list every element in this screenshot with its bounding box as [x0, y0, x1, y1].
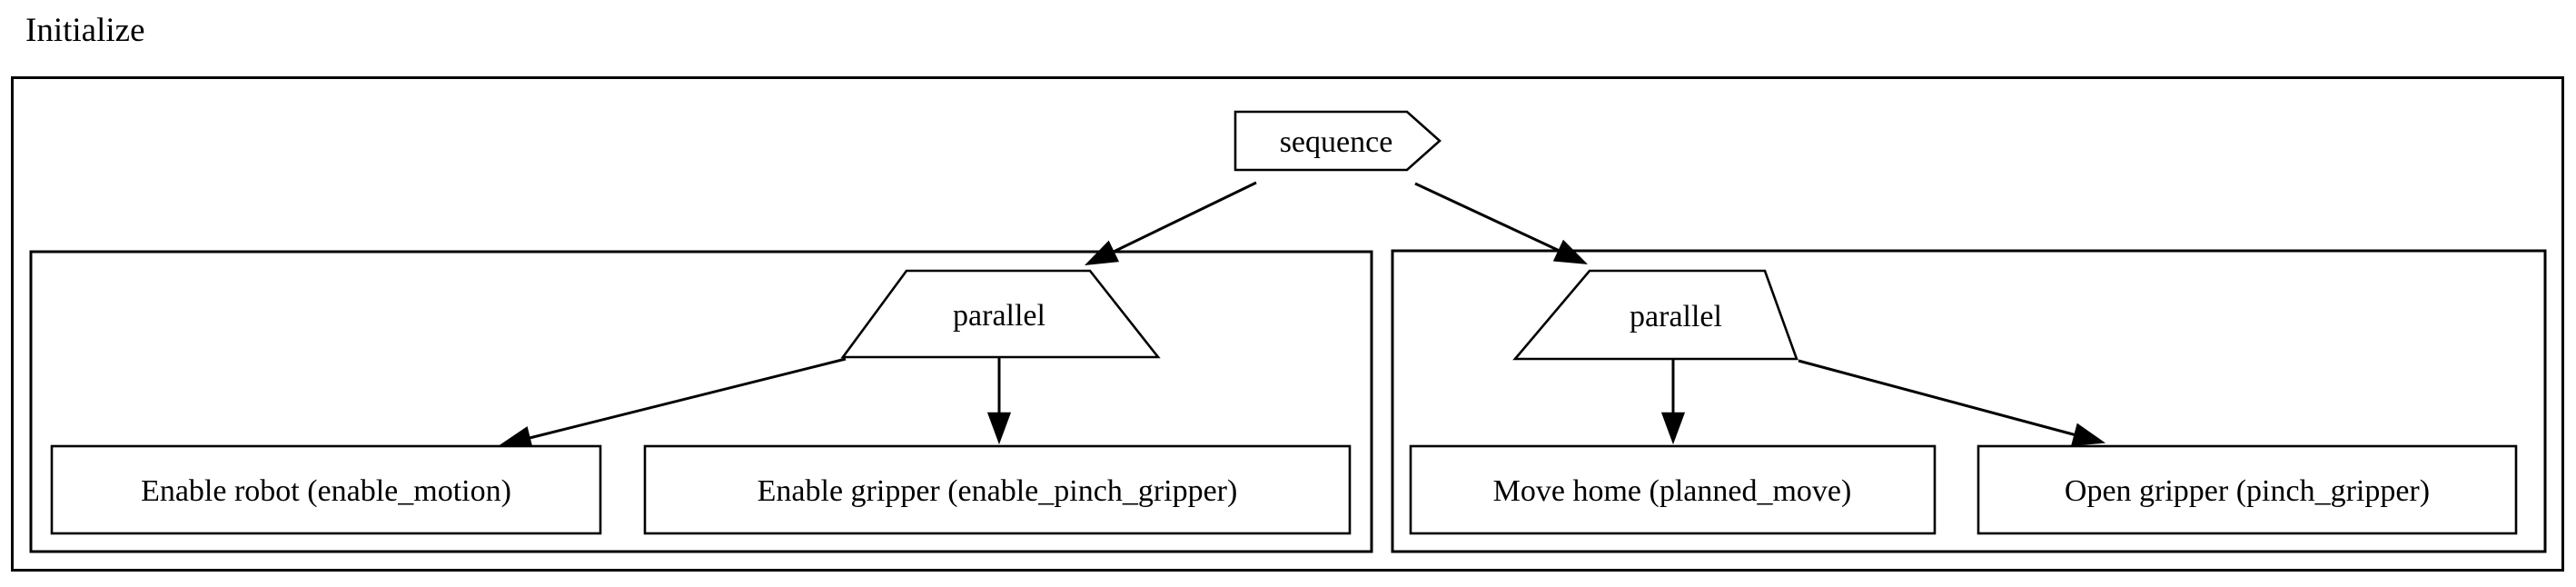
enable-gripper-label: Enable gripper (enable_pinch_gripper) [758, 474, 1238, 508]
parallel-right-shape [1512, 269, 1798, 361]
arrowhead-icon [986, 412, 1012, 445]
node-move-home: Move home (planned_move) [1409, 444, 1937, 535]
edge-sequence-to-parallel-left [1085, 181, 1257, 265]
cluster-right-subtree-border [1391, 249, 2547, 553]
enable-robot-box [50, 444, 602, 535]
open-gripper-box [1977, 444, 2518, 535]
node-enable-gripper: Enable gripper (enable_pinch_gripper) [643, 444, 1352, 535]
cluster-root-border [11, 76, 2564, 572]
edge-parallel-left-to-enable-robot [498, 357, 847, 450]
graph-title: Initialize [25, 12, 145, 49]
arrowhead-icon [1085, 240, 1120, 265]
parallel-right-label: parallel [1630, 300, 1722, 333]
enable-gripper-box [643, 444, 1352, 535]
arrowhead-icon [2070, 423, 2106, 446]
edge-parallel-left-to-enable-gripper [986, 358, 1012, 445]
node-sequence: sequence [1234, 110, 1442, 172]
edge-sequence-to-parallel-right [1414, 182, 1588, 264]
move-home-label: Move home (planned_move) [1493, 474, 1852, 508]
sequence-shape [1234, 110, 1442, 172]
edge-parallel-right-to-open-gripper [1798, 359, 2106, 446]
parallel-left-shape [840, 269, 1161, 359]
node-parallel-right: parallel [1512, 269, 1798, 361]
edge-parallel-right-to-move-home [1660, 360, 1686, 445]
enable-robot-label: Enable robot (enable_motion) [141, 474, 511, 508]
move-home-box [1409, 444, 1937, 535]
arrowhead-icon [1552, 239, 1588, 264]
open-gripper-label: Open gripper (pinch_gripper) [2065, 474, 2430, 508]
parallel-left-label: parallel [953, 299, 1045, 333]
cluster-left-subtree-border [29, 250, 1373, 553]
node-parallel-left: parallel [840, 269, 1161, 359]
node-enable-robot: Enable robot (enable_motion) [50, 444, 602, 535]
node-open-gripper: Open gripper (pinch_gripper) [1977, 444, 2518, 535]
sequence-label: sequence [1280, 125, 1393, 159]
arrowhead-icon [1660, 412, 1686, 445]
